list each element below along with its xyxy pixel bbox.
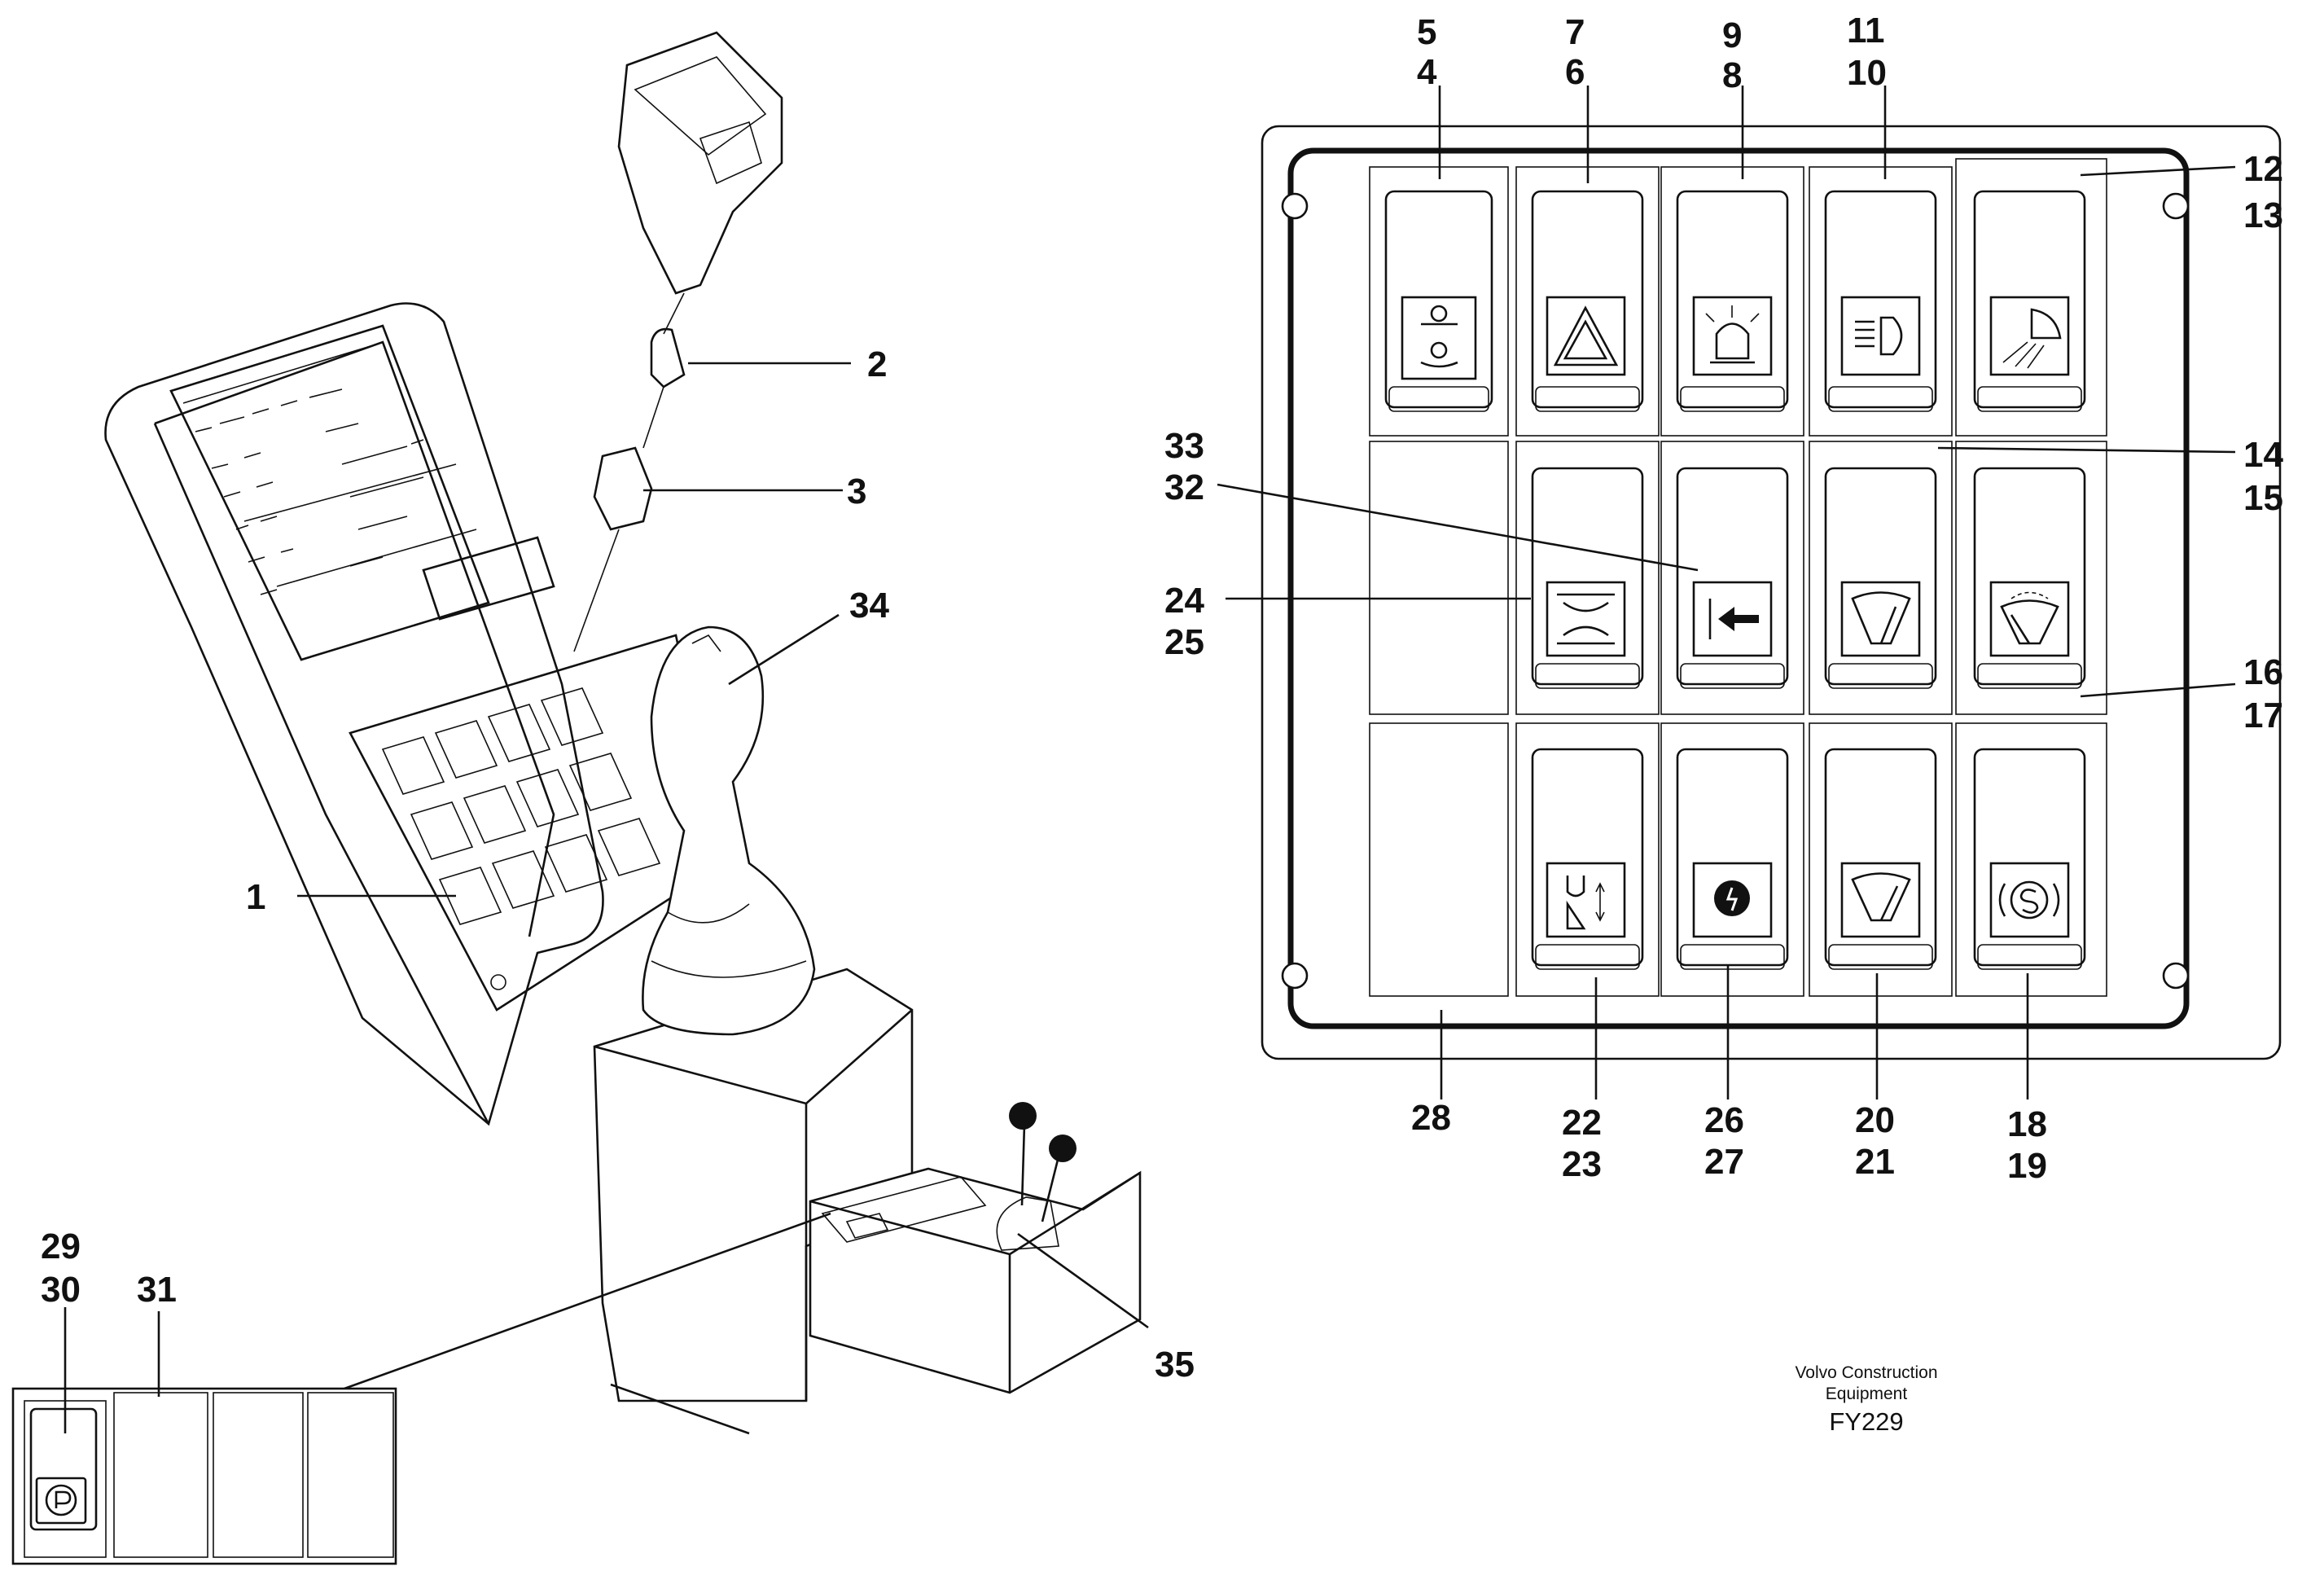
callout-22: 22 (1562, 1103, 1602, 1143)
credit-block: Volvo Construction Equipment FY229 (1795, 1363, 1937, 1436)
callout-24: 24 (1164, 581, 1204, 621)
left-callouts: 2 3 34 1 35 29 30 31 (41, 345, 1195, 1385)
callout-11: 11 (1847, 11, 1885, 50)
headlight-icon (1840, 296, 1921, 376)
callout-12: 12 (2243, 149, 2283, 189)
callout-4: 4 (1417, 52, 1437, 92)
callout-16: 16 (2243, 652, 2283, 692)
credit-line-2: Equipment (1826, 1385, 1908, 1403)
bulb-holder (593, 446, 653, 531)
rotating-beacon-icon (1692, 296, 1773, 376)
callout-30: 30 (41, 1270, 81, 1310)
callout-23: 23 (1562, 1144, 1602, 1184)
callout-32: 32 (1164, 467, 1204, 507)
rocker-switch-exploded (617, 31, 783, 295)
display-readouts (195, 388, 424, 595)
parking-panel (11, 1307, 397, 1565)
switch-panel (1217, 86, 2282, 1099)
callout-25: 25 (1164, 622, 1204, 662)
bulb (650, 327, 686, 388)
panel-leader-lines (1217, 86, 2236, 1099)
callout-33: 33 (1164, 426, 1204, 466)
callout-13: 13 (2243, 195, 2283, 235)
callout-8: 8 (1722, 55, 1742, 95)
callout-35: 35 (1155, 1345, 1195, 1385)
parking-brake-icon (45, 1484, 77, 1516)
switch-row-2 (1369, 441, 2107, 715)
switch-row-1 (1369, 158, 2107, 437)
panel-callouts: 5 4 7 6 9 8 11 10 12 13 14 15 16 17 33 3… (1164, 11, 2283, 1186)
front-wiper-icon (1840, 581, 1921, 657)
callout-29: 29 (41, 1227, 81, 1266)
callout-21: 21 (1855, 1142, 1895, 1182)
callout-1: 1 (246, 877, 265, 917)
callout-7: 7 (1565, 12, 1585, 52)
work-light-icon (1989, 296, 2070, 376)
lever-box (809, 1167, 1142, 1394)
return-arrow-icon (1692, 581, 1773, 657)
callout-2: 2 (867, 345, 887, 384)
switch-row-3 (1369, 722, 2107, 997)
callout-10: 10 (1847, 53, 1887, 93)
control-console (104, 31, 1149, 1435)
callout-3: 3 (847, 472, 866, 511)
callout-9: 9 (1722, 15, 1742, 55)
rear-wiper-icon (1989, 581, 2070, 657)
callout-26: 26 (1704, 1100, 1744, 1140)
console-body (104, 302, 604, 1126)
callout-27: 27 (1704, 1142, 1744, 1182)
credit-line-1: Volvo Construction (1795, 1363, 1937, 1382)
service-brake-icon (1989, 862, 2070, 938)
hydraulic-oil-icon (1692, 862, 1773, 938)
callout-6: 6 (1565, 52, 1585, 92)
callout-34: 34 (849, 586, 889, 625)
keypad-keys (381, 687, 661, 925)
callout-17: 17 (2243, 696, 2283, 735)
joystick (642, 625, 816, 1036)
callout-28: 28 (1411, 1098, 1451, 1138)
callout-14: 14 (2243, 435, 2283, 475)
console-leader-lines (297, 362, 1149, 1435)
callout-19: 19 (2007, 1146, 2047, 1186)
callout-18: 18 (2007, 1104, 2047, 1144)
hazard-warning-icon (1546, 296, 1626, 376)
axle-lock-icon (1546, 581, 1626, 657)
float-position-icon (1546, 862, 1626, 938)
callout-20: 20 (1855, 1100, 1895, 1140)
wiper-icon (1840, 862, 1921, 938)
differential-lock-icon (1401, 296, 1477, 380)
callout-5: 5 (1417, 12, 1436, 52)
callout-15: 15 (2243, 478, 2283, 518)
callout-31: 31 (137, 1270, 177, 1310)
figure-code: FY229 (1829, 1407, 1903, 1436)
